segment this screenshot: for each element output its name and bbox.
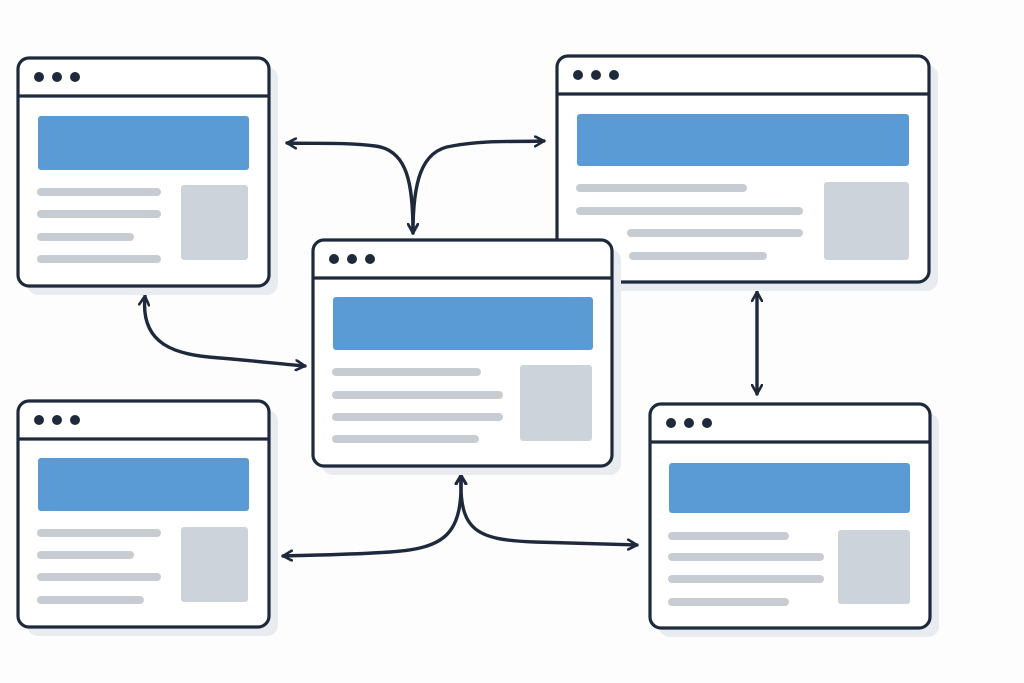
- dot-icon: [329, 254, 339, 264]
- image-placeholder: [824, 182, 909, 260]
- connector-center-top-right: [413, 141, 546, 235]
- connector-center-top-left: [285, 143, 413, 235]
- connectors-layer: [145, 141, 757, 556]
- image-placeholder: [520, 365, 592, 441]
- dot-icon: [52, 415, 62, 425]
- window-top-left: [16, 56, 278, 295]
- window-bottom-left: [16, 399, 278, 636]
- content-header-bar: [38, 458, 249, 511]
- dot-icon: [52, 72, 62, 82]
- image-placeholder: [838, 530, 910, 604]
- image-placeholder: [181, 527, 248, 602]
- dot-icon: [591, 70, 601, 80]
- window-top-right: [555, 54, 938, 291]
- dot-icon: [573, 70, 583, 80]
- dot-icon: [70, 415, 80, 425]
- dot-icon: [666, 418, 676, 428]
- dot-icon: [347, 254, 357, 264]
- dot-icon: [365, 254, 375, 264]
- content-header-bar: [38, 116, 249, 170]
- windows-layer: [16, 54, 939, 637]
- dot-icon: [34, 415, 44, 425]
- connector-center-bottom-right: [461, 473, 639, 545]
- dot-icon: [70, 72, 80, 82]
- content-header-bar: [333, 297, 593, 350]
- dot-icon: [34, 72, 44, 82]
- dot-icon: [609, 70, 619, 80]
- image-placeholder: [181, 185, 248, 260]
- window-center: [311, 238, 621, 475]
- content-header-bar: [577, 114, 909, 166]
- connector-top-left-center: [145, 294, 307, 366]
- window-bottom-right: [648, 402, 939, 637]
- connector-center-bottom-left: [281, 473, 461, 556]
- dot-icon: [684, 418, 694, 428]
- dot-icon: [702, 418, 712, 428]
- content-header-bar: [669, 463, 910, 513]
